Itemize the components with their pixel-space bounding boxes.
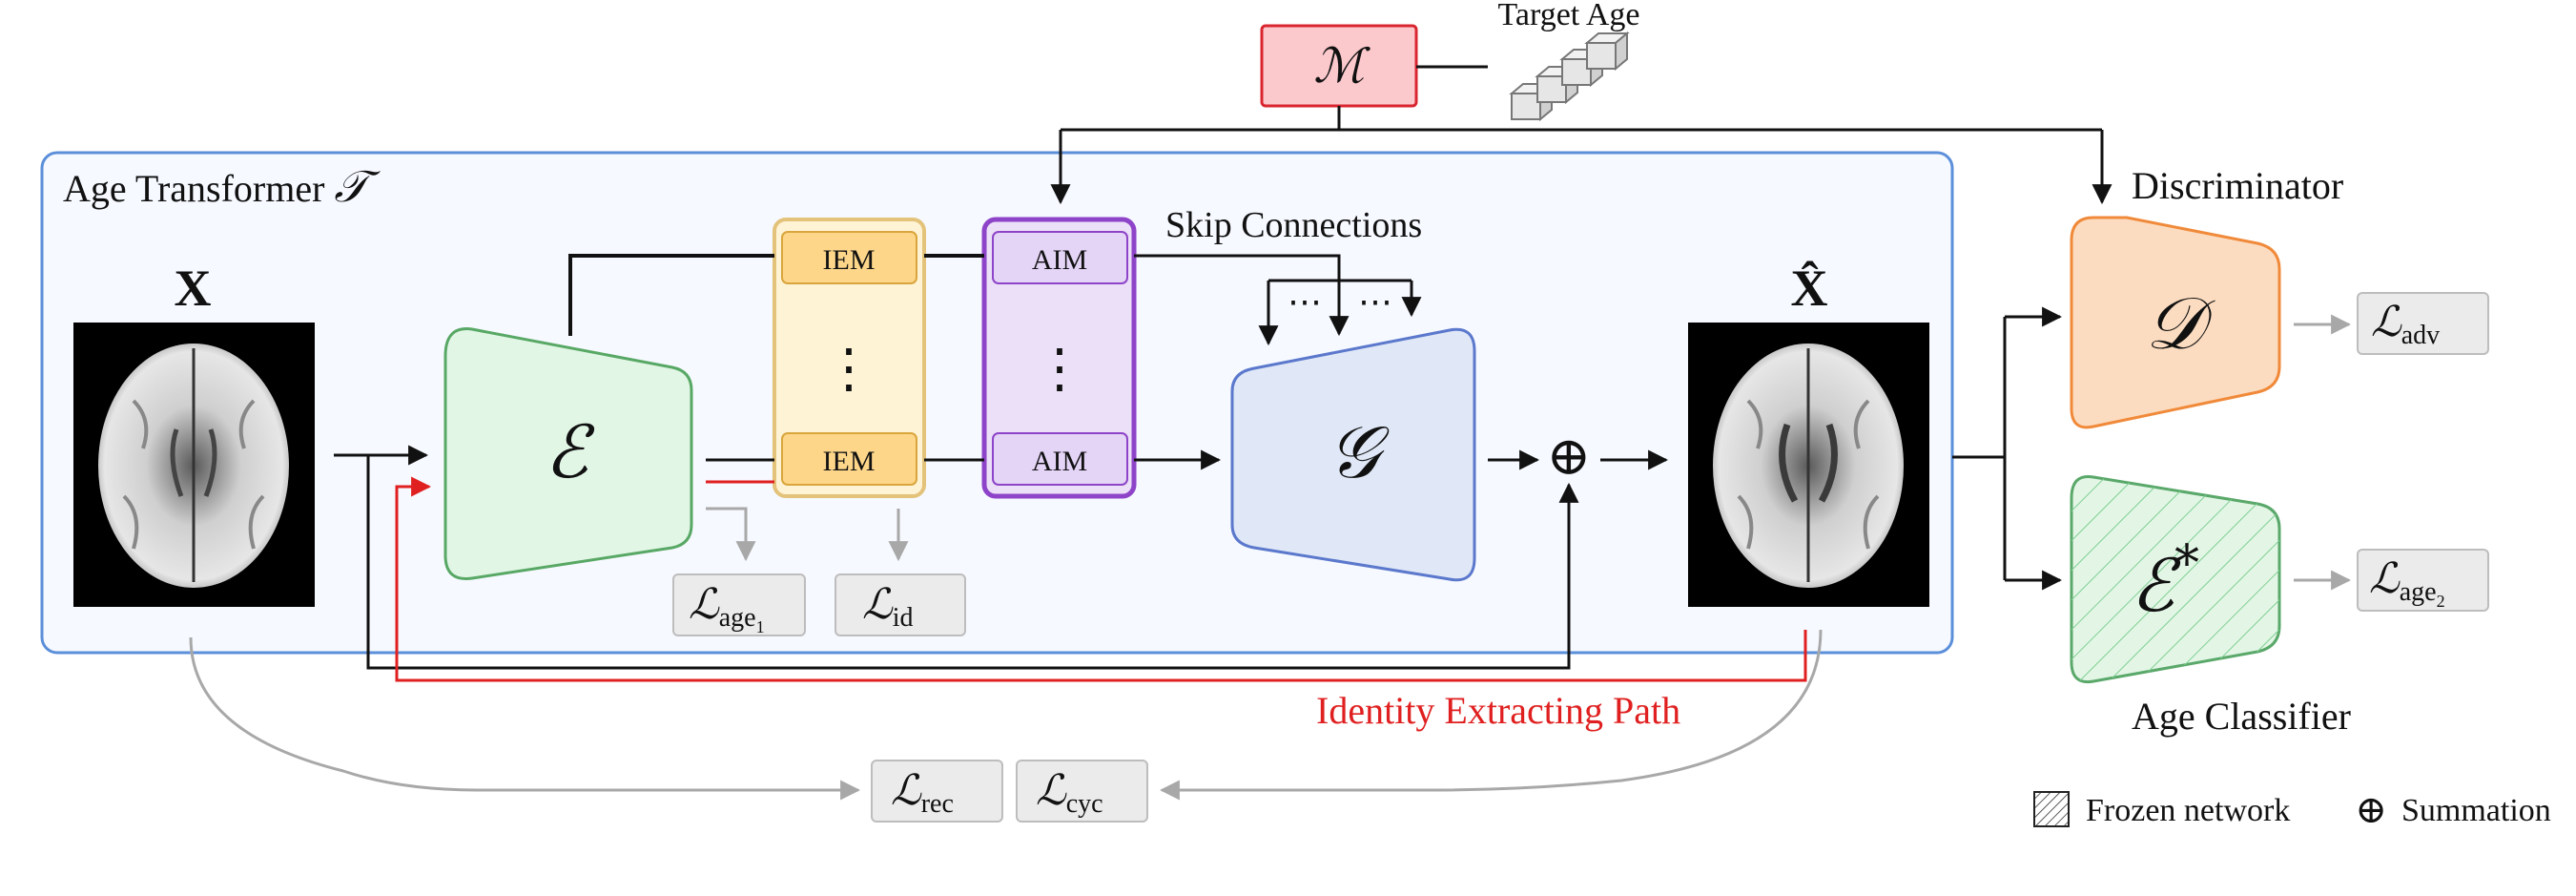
loss-age1: ℒage1 bbox=[672, 573, 806, 636]
loss-rec: ℒrec bbox=[871, 760, 1003, 823]
encoder-symbol: ℰ bbox=[545, 409, 595, 494]
summation-legend-icon: ⊕ bbox=[2355, 788, 2387, 831]
generator-block bbox=[1230, 327, 1476, 582]
svg-text:ℒage1: ℒage1 bbox=[689, 580, 765, 636]
discriminator-block bbox=[2070, 216, 2281, 429]
aim-column bbox=[981, 217, 1137, 499]
encoder-block bbox=[443, 327, 693, 580]
legend-sum-label: Summation bbox=[2401, 793, 2551, 828]
aim-dots: ⋮ bbox=[1033, 340, 1086, 399]
svg-text:ℒid: ℒid bbox=[862, 580, 913, 633]
target-age-label: Target Age bbox=[1498, 0, 1640, 32]
frozen-hatch-overlay bbox=[2071, 476, 2279, 682]
aim-block-bottom bbox=[992, 432, 1128, 486]
svg-text:ℒage2: ℒage2 bbox=[2369, 554, 2445, 611]
svg-text:ℒcyc: ℒcyc bbox=[1036, 766, 1103, 819]
input-brain-image bbox=[73, 323, 315, 607]
loss-cyc: ℒcyc bbox=[1016, 760, 1148, 823]
aim-block-top bbox=[992, 231, 1128, 284]
age-classifier-symbol: ℰ* bbox=[2131, 535, 2199, 628]
skip-connections-label: Skip Connections bbox=[1165, 205, 1422, 245]
iem-block-bottom bbox=[781, 432, 917, 486]
identity-path-label: Identity Extracting Path bbox=[1316, 689, 1680, 732]
legend-frozen-label: Frozen network bbox=[2086, 793, 2290, 828]
svg-text:ℒadv: ℒadv bbox=[2371, 298, 2440, 350]
loss-adv: ℒadv bbox=[2357, 292, 2489, 355]
iem-block-top bbox=[781, 231, 917, 284]
mapping-network-symbol: ℳ bbox=[1313, 38, 1370, 94]
loss-id: ℒid bbox=[835, 573, 966, 636]
iem-bottom-label: IEM bbox=[823, 446, 876, 477]
aim-bottom-label: AIM bbox=[1032, 446, 1087, 477]
loss-age2: ℒage2 bbox=[2357, 549, 2489, 612]
summation-node: ⊕ bbox=[1547, 427, 1592, 487]
legend: Frozen network ⊕ Summation bbox=[2033, 788, 2551, 831]
aim-top-label: AIM bbox=[1032, 244, 1087, 276]
svg-text:ℒrec: ℒrec bbox=[891, 766, 954, 819]
output-image-symbol: X̂ bbox=[1791, 260, 1828, 317]
age-classifier-title: Age Classifier bbox=[2132, 695, 2351, 738]
skip-dots-1: ⋯ bbox=[1288, 282, 1322, 321]
age-transformer-label: Age Transformer 𝒯 bbox=[63, 160, 381, 212]
output-brain-image bbox=[1688, 323, 1929, 607]
frozen-legend-icon bbox=[2033, 791, 2070, 827]
iem-dots: ⋮ bbox=[822, 340, 876, 399]
iem-top-label: IEM bbox=[823, 244, 876, 276]
skip-dots-2: ⋯ bbox=[1358, 282, 1392, 321]
discriminator-title: Discriminator bbox=[2132, 164, 2343, 207]
iem-column bbox=[773, 218, 926, 498]
target-age-vector-icon bbox=[1509, 31, 1630, 122]
input-image-symbol: X bbox=[175, 260, 212, 317]
